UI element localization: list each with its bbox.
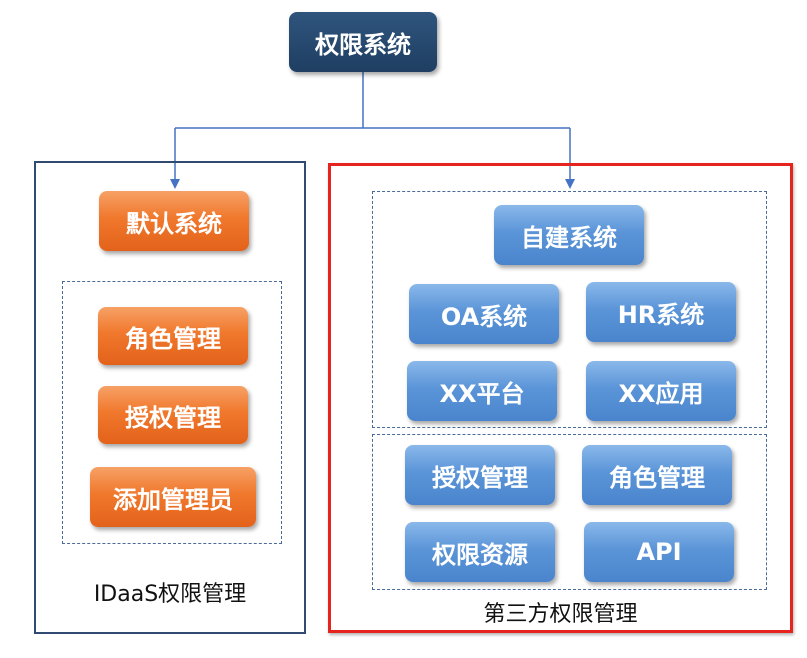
right-system-label: OA系统: [440, 302, 528, 331]
right-feature-api: API: [584, 522, 734, 582]
left-panel: [34, 161, 306, 634]
right-feature-group: [372, 434, 767, 590]
right-system-xx-platform: XX平台: [407, 361, 557, 421]
self-built-system-node: 自建系统: [494, 205, 644, 265]
right-feature-label: 授权管理: [432, 463, 528, 492]
left-item-label: 角色管理: [125, 324, 221, 353]
right-feature-label: API: [636, 538, 682, 566]
right-system-label: XX应用: [618, 379, 704, 408]
right-panel-caption: 第三方权限管理: [483, 602, 638, 627]
left-panel-caption: IDaaS权限管理: [93, 582, 247, 607]
left-item-label: 授权管理: [125, 403, 221, 432]
right-feature-permission-resources: 权限资源: [405, 522, 555, 582]
right-system-label: HR系统: [617, 300, 705, 329]
left-item-label: 添加管理员: [113, 485, 233, 514]
right-system-group: [372, 191, 767, 428]
root-label: 权限系统: [315, 30, 411, 59]
right-feature-label: 角色管理: [609, 463, 705, 492]
right-feature-authorization-management: 授权管理: [405, 445, 555, 505]
right-feature-label: 权限资源: [432, 540, 528, 569]
left-item-role-management: 角色管理: [98, 307, 248, 365]
self-built-system-label: 自建系统: [521, 223, 617, 252]
right-panel: [328, 163, 793, 633]
left-feature-group: [62, 281, 282, 544]
default-system-node: 默认系统: [99, 191, 249, 251]
left-item-add-admin: 添加管理员: [90, 467, 256, 527]
right-system-oa: OA系统: [409, 284, 559, 344]
root-node: 权限系统: [289, 12, 437, 72]
right-system-xx-app: XX应用: [586, 361, 736, 421]
right-feature-role-management: 角色管理: [582, 445, 732, 505]
right-system-hr: HR系统: [586, 282, 736, 342]
left-item-authorization-management: 授权管理: [98, 386, 248, 444]
default-system-label: 默认系统: [126, 209, 222, 238]
right-system-label: XX平台: [439, 379, 525, 408]
